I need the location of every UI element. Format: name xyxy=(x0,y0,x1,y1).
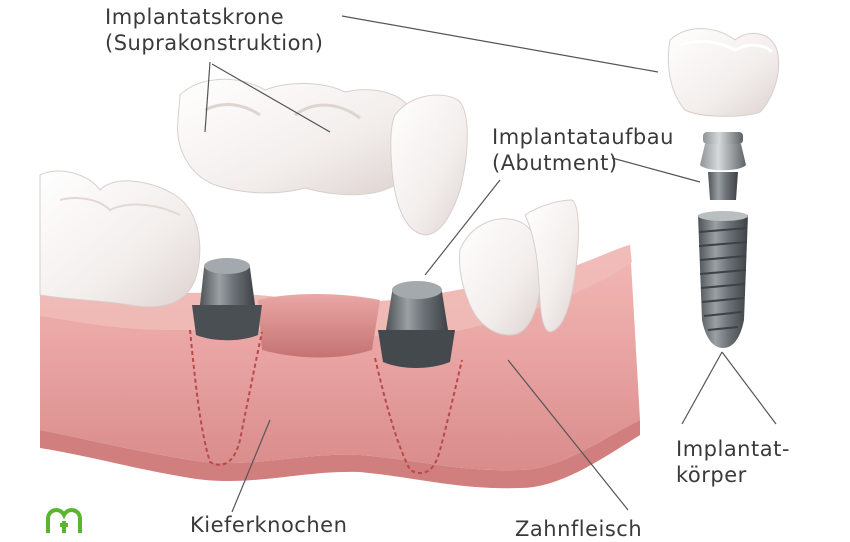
implant-crown-bridge xyxy=(178,79,468,235)
label-gum: Zahnfleisch xyxy=(515,516,642,542)
label-crown-line1: Implantatskrone xyxy=(105,4,323,30)
label-crown-line2: (Suprakonstruktion) xyxy=(105,30,323,56)
label-implant-body-line2: körper xyxy=(676,462,790,488)
heart-cross-logo-icon xyxy=(40,505,96,537)
exploded-crown xyxy=(668,29,778,117)
label-abutment: Implantataufbau (Abutment) xyxy=(492,124,674,176)
label-crown: Implantatskrone (Suprakonstruktion) xyxy=(105,4,323,56)
label-implant-body: Implantat- körper xyxy=(676,436,790,488)
exploded-abutment xyxy=(700,132,746,200)
label-jawbone: Kieferknochen xyxy=(190,512,347,538)
dental-implant-diagram: Implantatskrone (Suprakonstruktion) Impl… xyxy=(0,0,850,530)
label-abutment-line2: (Abutment) xyxy=(492,150,674,176)
jaw-abutment-left xyxy=(192,258,262,340)
left-molar xyxy=(40,171,200,307)
label-implant-body-line1: Implantat- xyxy=(676,436,790,462)
label-abutment-line1: Implantataufbau xyxy=(492,124,674,150)
exploded-implant-body xyxy=(698,211,748,348)
right-front-teeth xyxy=(459,200,578,335)
